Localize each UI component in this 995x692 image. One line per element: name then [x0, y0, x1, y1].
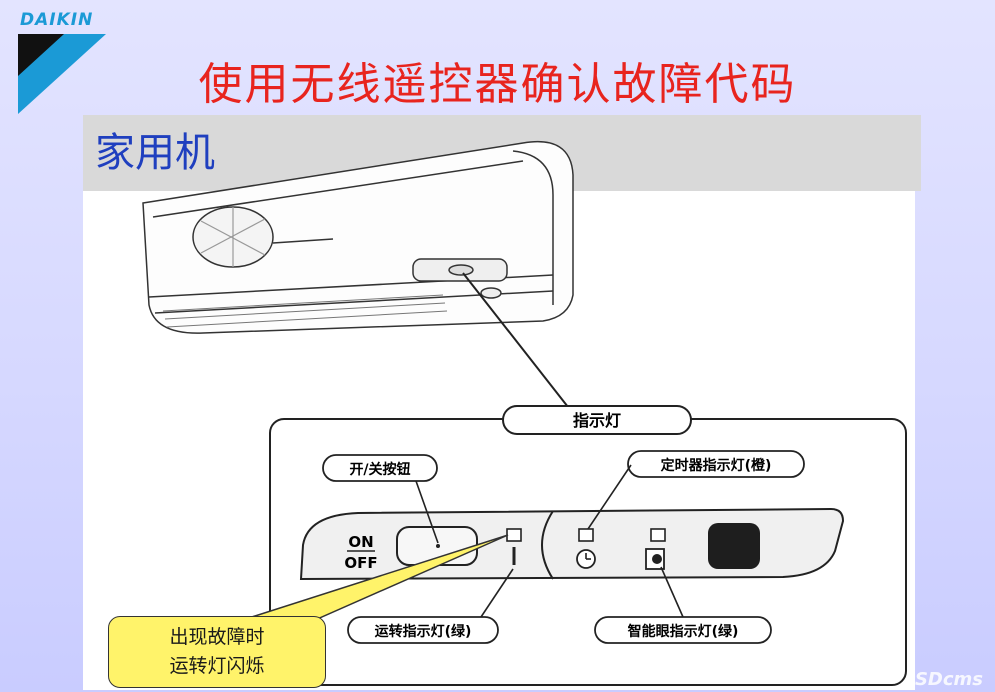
operation-lamp-label-pill: 运转指示灯(绿) [347, 616, 499, 644]
timer-lamp [578, 528, 594, 542]
daikin-logo-text: DAIKIN [20, 10, 94, 30]
timer-lamp-label: 定时器指示灯(橙) [661, 457, 772, 474]
operation-lamp [506, 528, 522, 542]
slide-subtitle: 家用机 [95, 130, 215, 176]
indoor-unit-illustration [142, 141, 574, 334]
callout-line-1: 出现故障时 [169, 626, 265, 648]
on-off-button-label-pill: 开/关按钮 [322, 454, 438, 482]
smart-eye-icon [645, 548, 665, 570]
watermark: SDcms [914, 669, 983, 690]
clock-icon [576, 549, 596, 569]
on-off-button-label: 开/关按钮 [349, 461, 410, 478]
indoor-unit-diagram: 指示灯 ON OFF 开/关按钮 定时器指示灯(橙) 运转指示灯(绿) [83, 141, 915, 690]
callout-line-2: 运转灯闪烁 [169, 655, 265, 677]
fault-callout: 出现故障时 运转灯闪烁 [108, 616, 326, 688]
slide-title: 使用无线遥控器确认故障代码 [198, 59, 797, 110]
smart-eye-lamp-label-pill: 智能眼指示灯(绿) [594, 616, 772, 644]
on-text: ON [348, 533, 373, 551]
smart-eye-lamp-label: 智能眼指示灯(绿) [627, 623, 739, 640]
signal-receiver [708, 523, 760, 569]
smart-eye-lamp [650, 528, 666, 542]
off-text: OFF [344, 554, 377, 572]
timer-lamp-label-pill: 定时器指示灯(橙) [627, 450, 805, 478]
daikin-logo-icon [18, 34, 106, 114]
display-strip [299, 507, 845, 581]
operation-lamp-label: 运转指示灯(绿) [375, 623, 472, 640]
panel-label: 指示灯 [573, 411, 621, 430]
